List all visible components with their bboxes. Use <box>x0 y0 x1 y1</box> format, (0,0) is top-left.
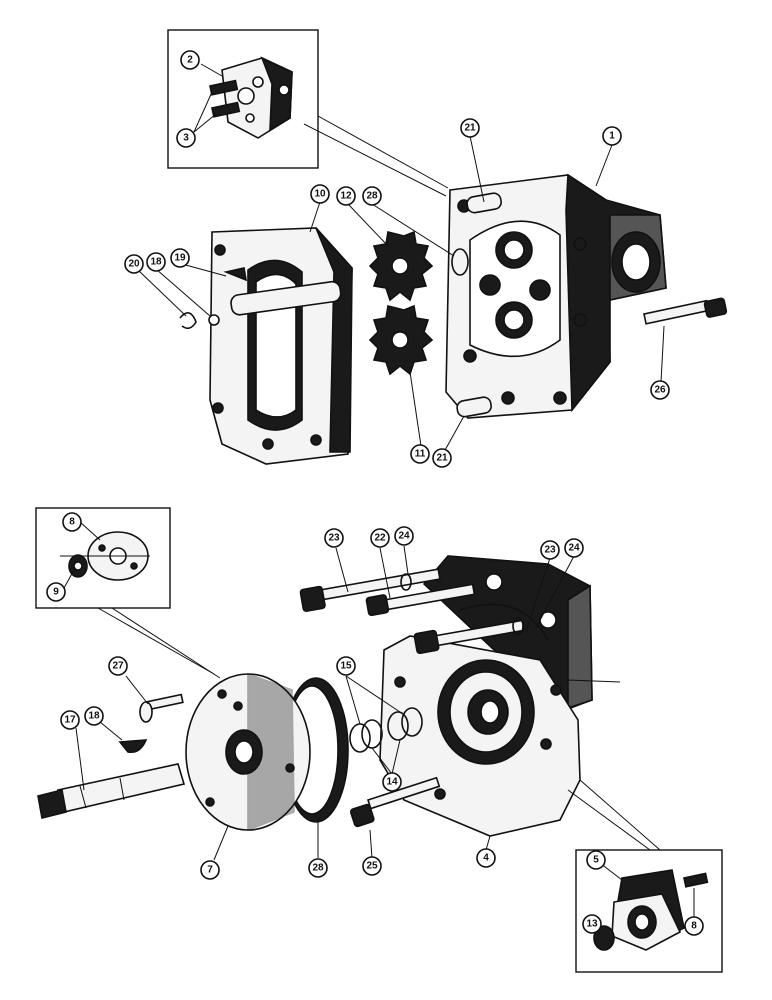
callout-22: 22 <box>370 528 390 548</box>
lock-washer-24-upper <box>400 573 412 591</box>
svg-text:19: 19 <box>174 253 186 264</box>
callout-24-upper: 24 <box>394 526 414 546</box>
pump-body <box>445 173 667 419</box>
callout-24-lower: 24 <box>564 538 584 558</box>
svg-text:27: 27 <box>112 661 124 672</box>
callout-26: 26 <box>650 380 670 400</box>
cap-screw-25 <box>349 776 441 828</box>
svg-text:18: 18 <box>150 257 162 268</box>
callout-28-lower: 28 <box>308 858 328 878</box>
svg-text:17: 17 <box>64 715 76 726</box>
drive-gear <box>368 230 434 302</box>
callout-25: 25 <box>362 856 382 876</box>
washer-upper <box>208 314 220 326</box>
inset-cover-detail <box>167 29 319 169</box>
svg-text:24: 24 <box>568 543 580 554</box>
callout-4: 4 <box>476 848 496 868</box>
svg-text:28: 28 <box>366 191 378 202</box>
inset-pump-cover-detail <box>575 849 723 973</box>
callout-23-lower: 23 <box>540 540 560 560</box>
svg-text:23: 23 <box>544 545 556 556</box>
callout-1: 1 <box>602 126 622 146</box>
callout-23-upper: 23 <box>324 528 344 548</box>
svg-text:4: 4 <box>483 853 489 864</box>
callout-2: 2 <box>180 50 200 70</box>
cap-screw-22 <box>365 583 476 617</box>
svg-text:24: 24 <box>398 531 410 542</box>
seal-ring-a <box>349 723 371 753</box>
mounting-flange <box>185 672 349 832</box>
leader-lines-top <box>137 63 665 453</box>
callout-8-inset: 8 <box>62 512 82 532</box>
svg-text:3: 3 <box>183 133 189 144</box>
svg-text:11: 11 <box>415 449 426 460</box>
svg-text:5: 5 <box>593 855 599 866</box>
lock-washer-24-lower <box>512 617 524 635</box>
seal-ring-c <box>387 711 409 741</box>
svg-text:22: 22 <box>374 533 386 544</box>
svg-text:8: 8 <box>69 517 75 528</box>
svg-text:9: 9 <box>53 587 59 598</box>
gear-housing-plate <box>209 227 353 465</box>
callout-11: 11 <box>410 444 430 464</box>
leader-lines-bottom <box>63 521 695 935</box>
svg-text:15: 15 <box>340 661 352 672</box>
drive-shaft <box>37 763 186 819</box>
seal-ring-b <box>361 719 383 749</box>
svg-text:10: 10 <box>314 189 326 200</box>
callout-15: 15 <box>336 656 356 676</box>
woodruff-key-upper <box>223 267 248 282</box>
seal-ring-d <box>401 707 423 737</box>
dowel-pin-lower <box>456 396 492 418</box>
woodruff-key-lower <box>118 739 148 754</box>
svg-text:21: 21 <box>436 453 448 464</box>
svg-text:8: 8 <box>691 921 697 932</box>
callout-7: 7 <box>200 860 220 880</box>
callout-14: 14 <box>382 772 402 792</box>
svg-text:18: 18 <box>88 711 100 722</box>
o-ring-upper <box>451 248 469 276</box>
idler-shaft <box>230 280 342 316</box>
callout-21-lower: 21 <box>432 448 452 468</box>
callout-27: 27 <box>108 656 128 676</box>
svg-text:20: 20 <box>128 259 140 270</box>
cap-screw-26 <box>643 297 728 325</box>
callout-19: 19 <box>170 248 190 268</box>
callout-12: 12 <box>336 186 356 206</box>
screw-27 <box>139 693 184 723</box>
svg-text:1: 1 <box>609 131 615 142</box>
snap-ring-upper <box>179 312 197 330</box>
svg-text:23: 23 <box>328 533 340 544</box>
callout-3: 3 <box>176 128 196 148</box>
svg-text:21: 21 <box>464 123 476 134</box>
svg-text:13: 13 <box>586 919 598 930</box>
callout-21-upper: 21 <box>460 118 480 138</box>
callout-5: 5 <box>586 850 606 870</box>
callout-9: 9 <box>46 582 66 602</box>
svg-text:2: 2 <box>187 55 193 66</box>
callout-17: 17 <box>60 710 80 730</box>
callout-20: 20 <box>124 254 144 274</box>
callout-28-upper: 28 <box>362 186 382 206</box>
svg-text:28: 28 <box>312 863 324 874</box>
svg-text:12: 12 <box>340 191 352 202</box>
callout-10: 10 <box>310 184 330 204</box>
svg-text:7: 7 <box>207 865 213 876</box>
svg-text:25: 25 <box>366 861 378 872</box>
svg-text:26: 26 <box>654 385 666 396</box>
svg-text:14: 14 <box>386 777 398 788</box>
driven-gear <box>368 304 434 376</box>
cap-screw-23-lower <box>413 619 526 655</box>
callout-13: 13 <box>582 914 602 934</box>
callout-18-lower: 18 <box>84 706 104 726</box>
callout-8-lower: 8 <box>684 916 704 936</box>
inset-seal-detail <box>35 507 171 609</box>
callout-18-upper: 18 <box>146 252 166 272</box>
